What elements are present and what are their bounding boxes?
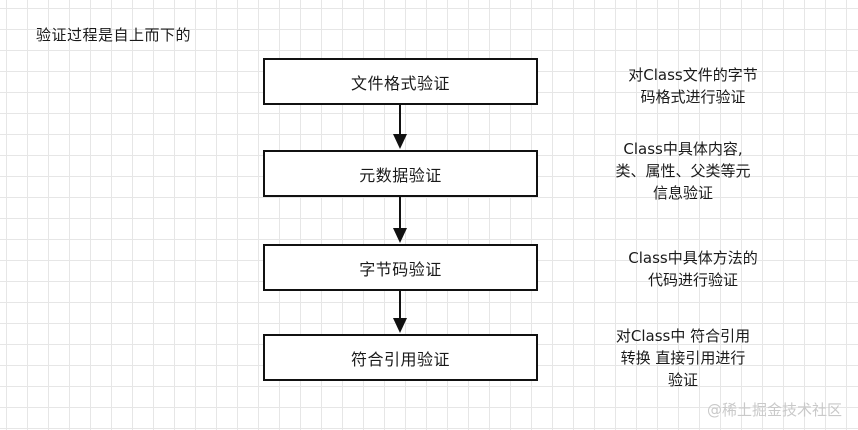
step-box-metadata: 元数据验证 xyxy=(263,150,538,197)
step-box-symbolic-reference: 符合引用验证 xyxy=(263,334,538,381)
step-note-file-format: 对Class文件的字节 码格式进行验证 xyxy=(628,66,758,106)
step-note-metadata: Class中具体内容, 类、属性、父类等元 信息验证 xyxy=(615,140,751,202)
watermark: @稀土掘金技术社区 xyxy=(706,401,842,419)
step-box-bytecode: 字节码验证 xyxy=(263,244,538,291)
step-label: 字节码验证 xyxy=(359,259,442,279)
step-note-bytecode: Class中具体方法的 代码进行验证 xyxy=(628,249,758,289)
arrow-1 xyxy=(393,105,407,149)
step-label: 符合引用验证 xyxy=(350,349,450,369)
arrow-2 xyxy=(393,197,407,243)
step-box-file-format: 文件格式验证 xyxy=(263,58,538,105)
step-label: 文件格式验证 xyxy=(350,73,450,93)
diagram-heading: 验证过程是自上而下的 xyxy=(36,26,192,44)
step-label: 元数据验证 xyxy=(359,165,442,185)
arrow-3 xyxy=(393,291,407,333)
step-note-symbolic-reference: 对Class中 符合引用 转换 直接引用进行 验证 xyxy=(615,327,751,389)
